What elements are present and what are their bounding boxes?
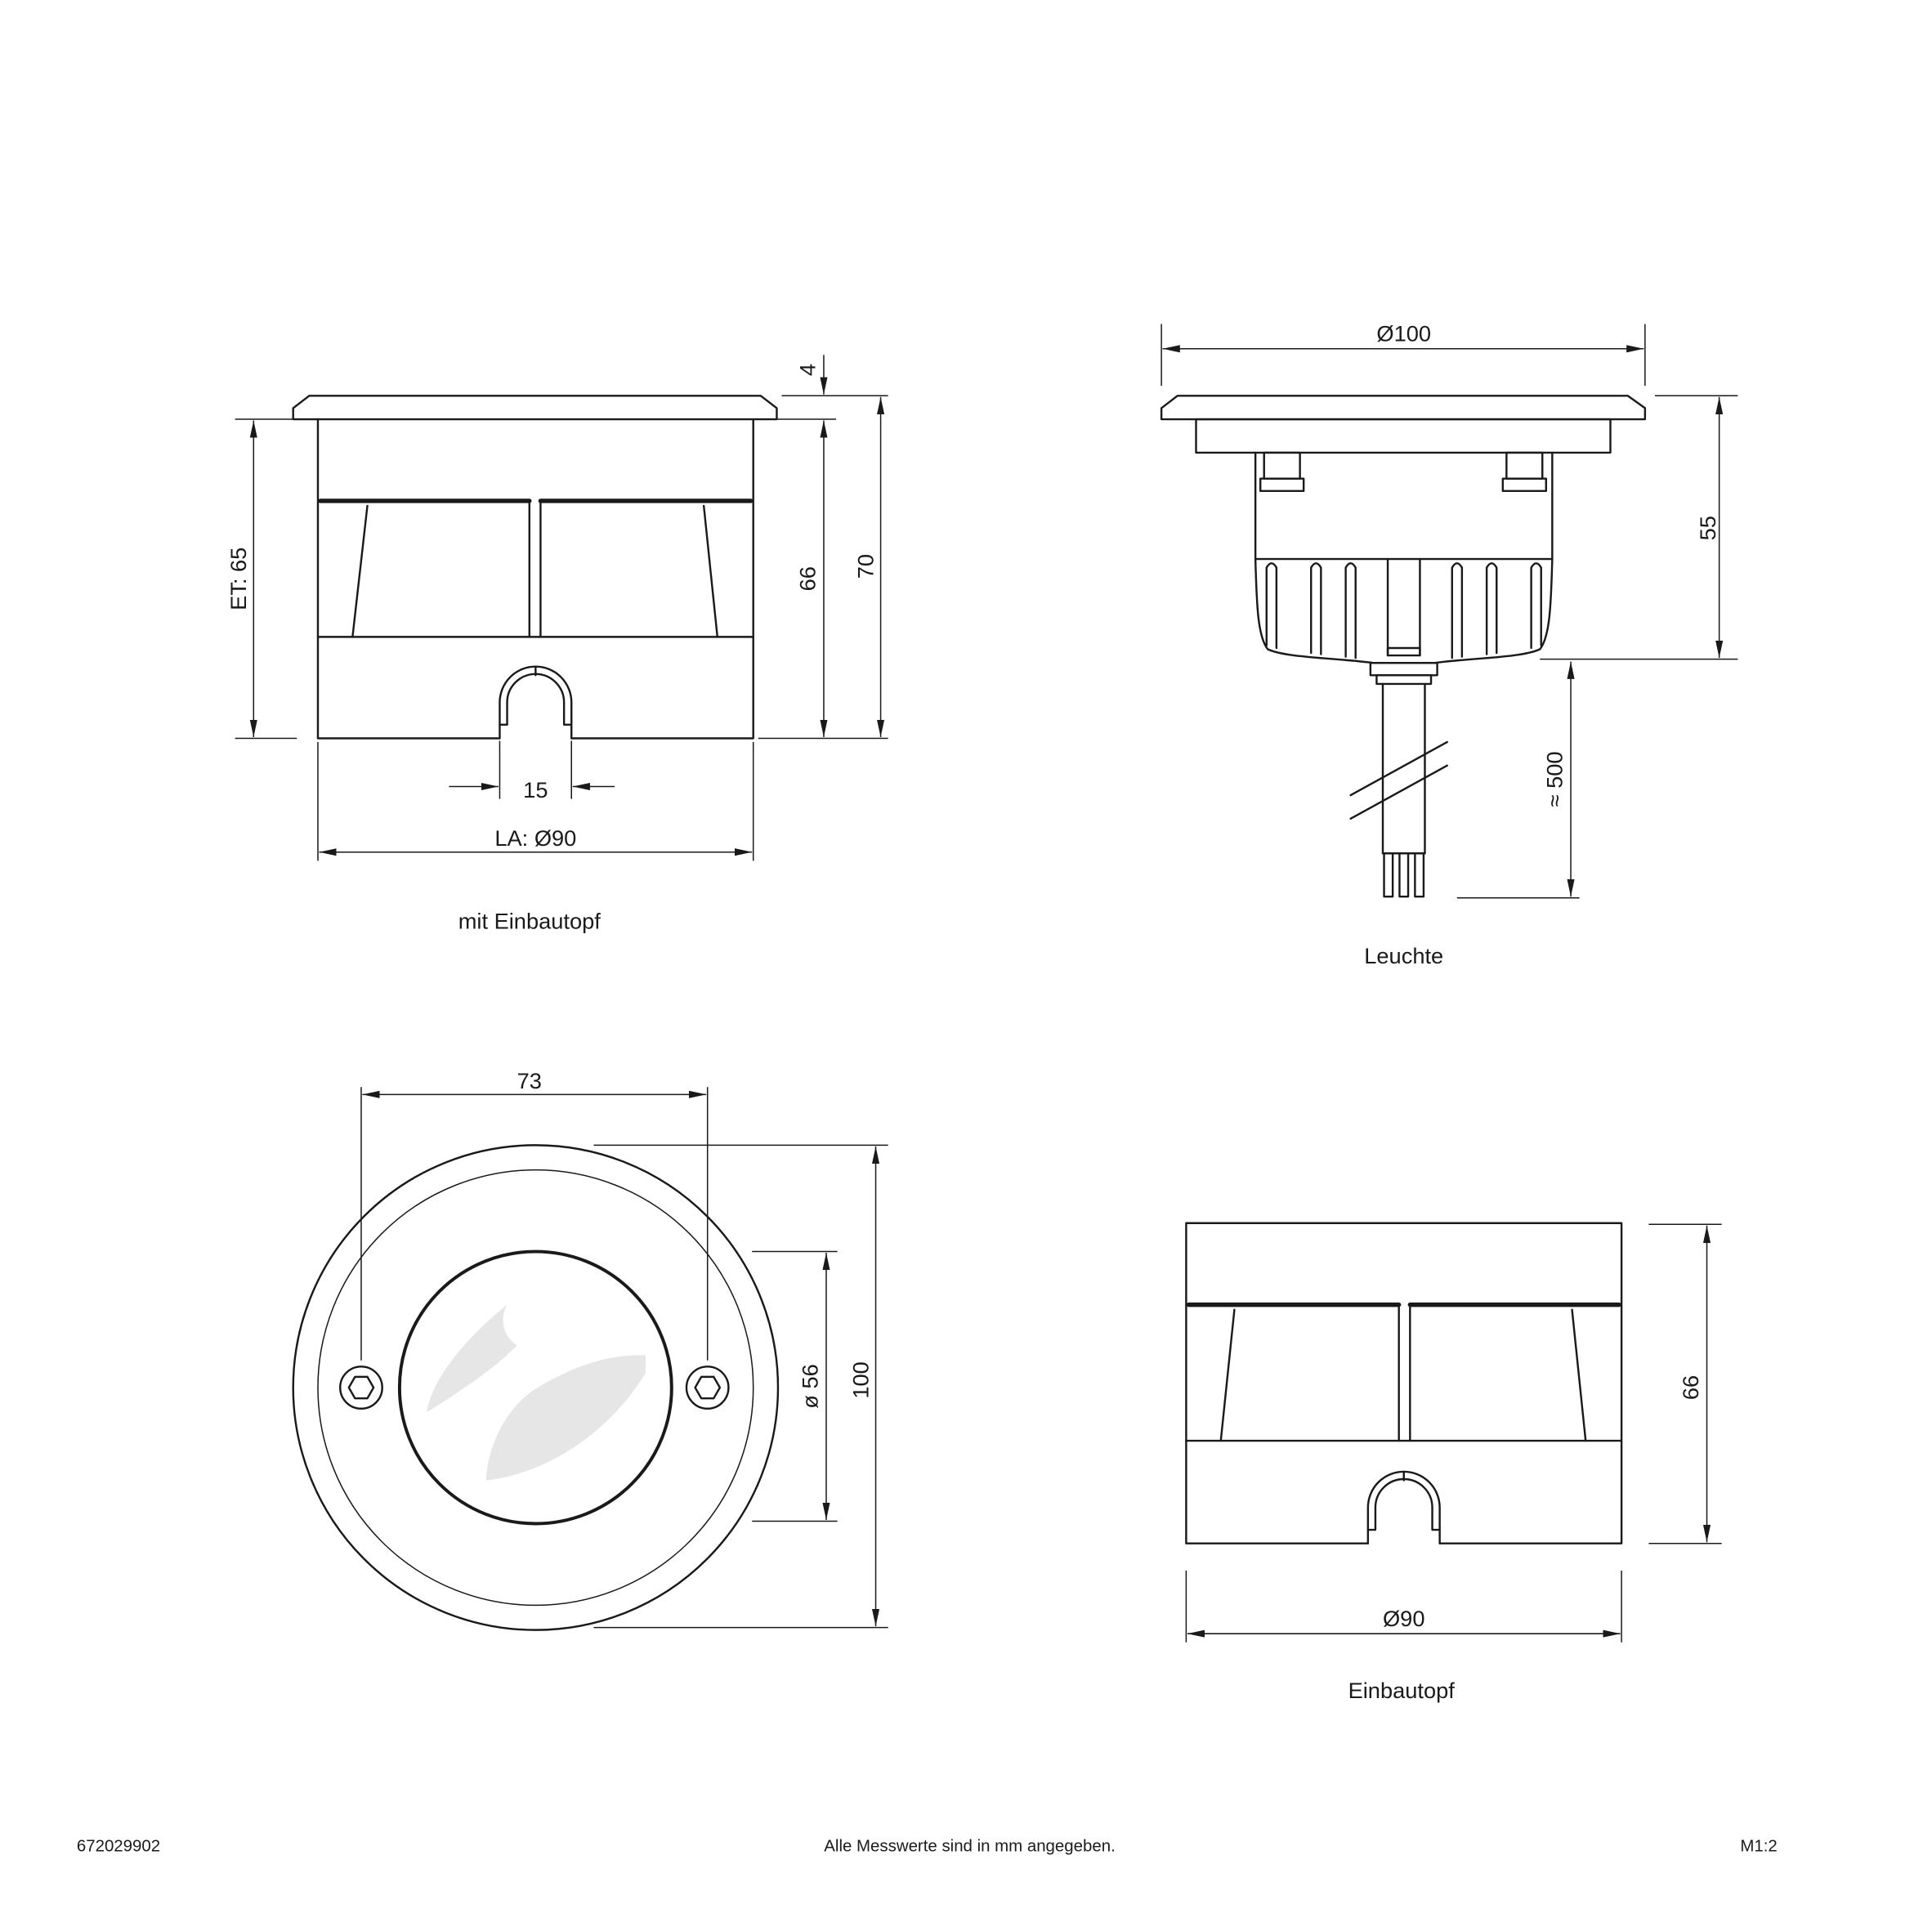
dimension-label: 100 xyxy=(847,1361,873,1398)
dim-total-height: 70 xyxy=(781,395,888,737)
cable-gland xyxy=(1369,661,1438,677)
screw-left xyxy=(339,1366,383,1410)
housing-body xyxy=(316,418,754,740)
bolt-shaft xyxy=(1263,451,1301,480)
window-edge-right xyxy=(1571,1308,1587,1442)
dimension-label: ET: 65 xyxy=(226,548,251,610)
cable-notch-outer xyxy=(499,665,573,740)
hex-socket-icon xyxy=(694,1375,722,1400)
dimension-label: LA: Ø90 xyxy=(494,825,576,851)
cable-notch-inner xyxy=(499,673,573,726)
dim-cutout: LA: Ø90 xyxy=(317,742,754,861)
dim-height: 55 xyxy=(1540,395,1738,660)
screw-right xyxy=(685,1366,730,1410)
article-number: 672029902 xyxy=(77,1838,160,1856)
dimension-label: 55 xyxy=(1695,516,1720,540)
lens xyxy=(397,1249,673,1526)
units-note: Alle Messwerte sind in mm angegeben. xyxy=(824,1838,1115,1856)
cable-gland-lower xyxy=(1375,674,1433,686)
window-edge-left xyxy=(1219,1308,1236,1442)
housing-body xyxy=(1185,1222,1623,1544)
view-caption: mit Einbautopf xyxy=(458,909,602,934)
flange xyxy=(292,395,778,421)
cable-notch-outer xyxy=(1366,1470,1441,1544)
dimension-label: Ø90 xyxy=(1383,1606,1424,1631)
dimension-label: Ø100 xyxy=(1376,321,1431,346)
dim-cable-length: ≈ 500 xyxy=(1456,661,1580,899)
bolt-nut xyxy=(1259,477,1305,493)
bolt-left xyxy=(1259,451,1305,493)
dimension-label: 66 xyxy=(1678,1375,1703,1400)
view-caption: Einbautopf xyxy=(1348,1678,1456,1703)
bolt-right xyxy=(1501,451,1547,493)
flange xyxy=(1160,395,1647,421)
dimension-label: ø 56 xyxy=(797,1364,822,1409)
screw-head xyxy=(339,1366,383,1410)
bolt-nut xyxy=(1501,477,1547,493)
inner-rim xyxy=(317,1169,754,1607)
fin-groove xyxy=(1530,562,1542,650)
dim-flange: 4 xyxy=(794,355,828,395)
dim-diameter: Ø100 xyxy=(1161,321,1646,387)
break-line xyxy=(1349,740,1448,797)
view-installed: ET: 65 66 70 4 15 xyxy=(226,355,888,934)
dim-diameter: Ø90 xyxy=(1185,1570,1622,1643)
window-edge-right xyxy=(702,504,719,638)
dimension-label: 4 xyxy=(794,364,820,376)
bolt-shaft xyxy=(1505,451,1544,480)
dim-outer-diameter: 100 xyxy=(593,1144,888,1629)
logo-icon xyxy=(427,1304,646,1481)
fin-groove xyxy=(1265,562,1278,650)
wire-end xyxy=(1398,852,1410,898)
outer-rim xyxy=(292,1144,780,1631)
view-luminaire: Ø100 55 ≈ 500 Leuchte xyxy=(1160,321,1738,968)
center-channel-base xyxy=(1386,646,1421,657)
dim-body-height: 66 xyxy=(758,418,888,740)
fin-groove xyxy=(1344,562,1357,659)
wire-end xyxy=(1383,852,1394,898)
screw-head xyxy=(685,1366,730,1410)
dim-height: 66 xyxy=(1648,1223,1722,1544)
luminaire-body xyxy=(1254,451,1554,664)
dim-screw-spacing: 73 xyxy=(360,1068,709,1361)
dim-lens-diameter: ø 56 xyxy=(752,1250,838,1522)
logo-blade xyxy=(485,1355,646,1481)
view-top: 73 100 ø 56 xyxy=(292,1068,888,1631)
cable-notch-inner xyxy=(1366,1477,1441,1531)
dimension-label: 73 xyxy=(517,1068,542,1093)
logo-blade xyxy=(427,1304,517,1413)
view-caption: Leuchte xyxy=(1364,943,1443,968)
wire-end xyxy=(1414,852,1425,898)
hex-socket-icon xyxy=(347,1375,375,1400)
view-housing: 66 Ø90 Einbautopf xyxy=(1185,1222,1722,1703)
fin-groove xyxy=(1451,562,1464,659)
fin-groove xyxy=(1485,562,1498,655)
window-edge-left xyxy=(351,504,369,638)
dim-cable-entry: 15 xyxy=(449,740,615,802)
scale-label: M1:2 xyxy=(1740,1838,1777,1856)
cooling-fins xyxy=(1265,557,1542,659)
dimension-label: 15 xyxy=(523,777,548,802)
footer: 672029902 Alle Messwerte sind in mm ange… xyxy=(77,1838,1778,1856)
mounting-plate xyxy=(1195,418,1612,454)
dimension-label: 66 xyxy=(794,566,820,591)
fin-groove xyxy=(1310,562,1322,655)
dimension-label: 70 xyxy=(852,554,878,579)
break-line xyxy=(1349,764,1448,820)
dimension-label: ≈ 500 xyxy=(1541,751,1567,807)
dim-installation-depth: ET: 65 xyxy=(226,418,297,740)
